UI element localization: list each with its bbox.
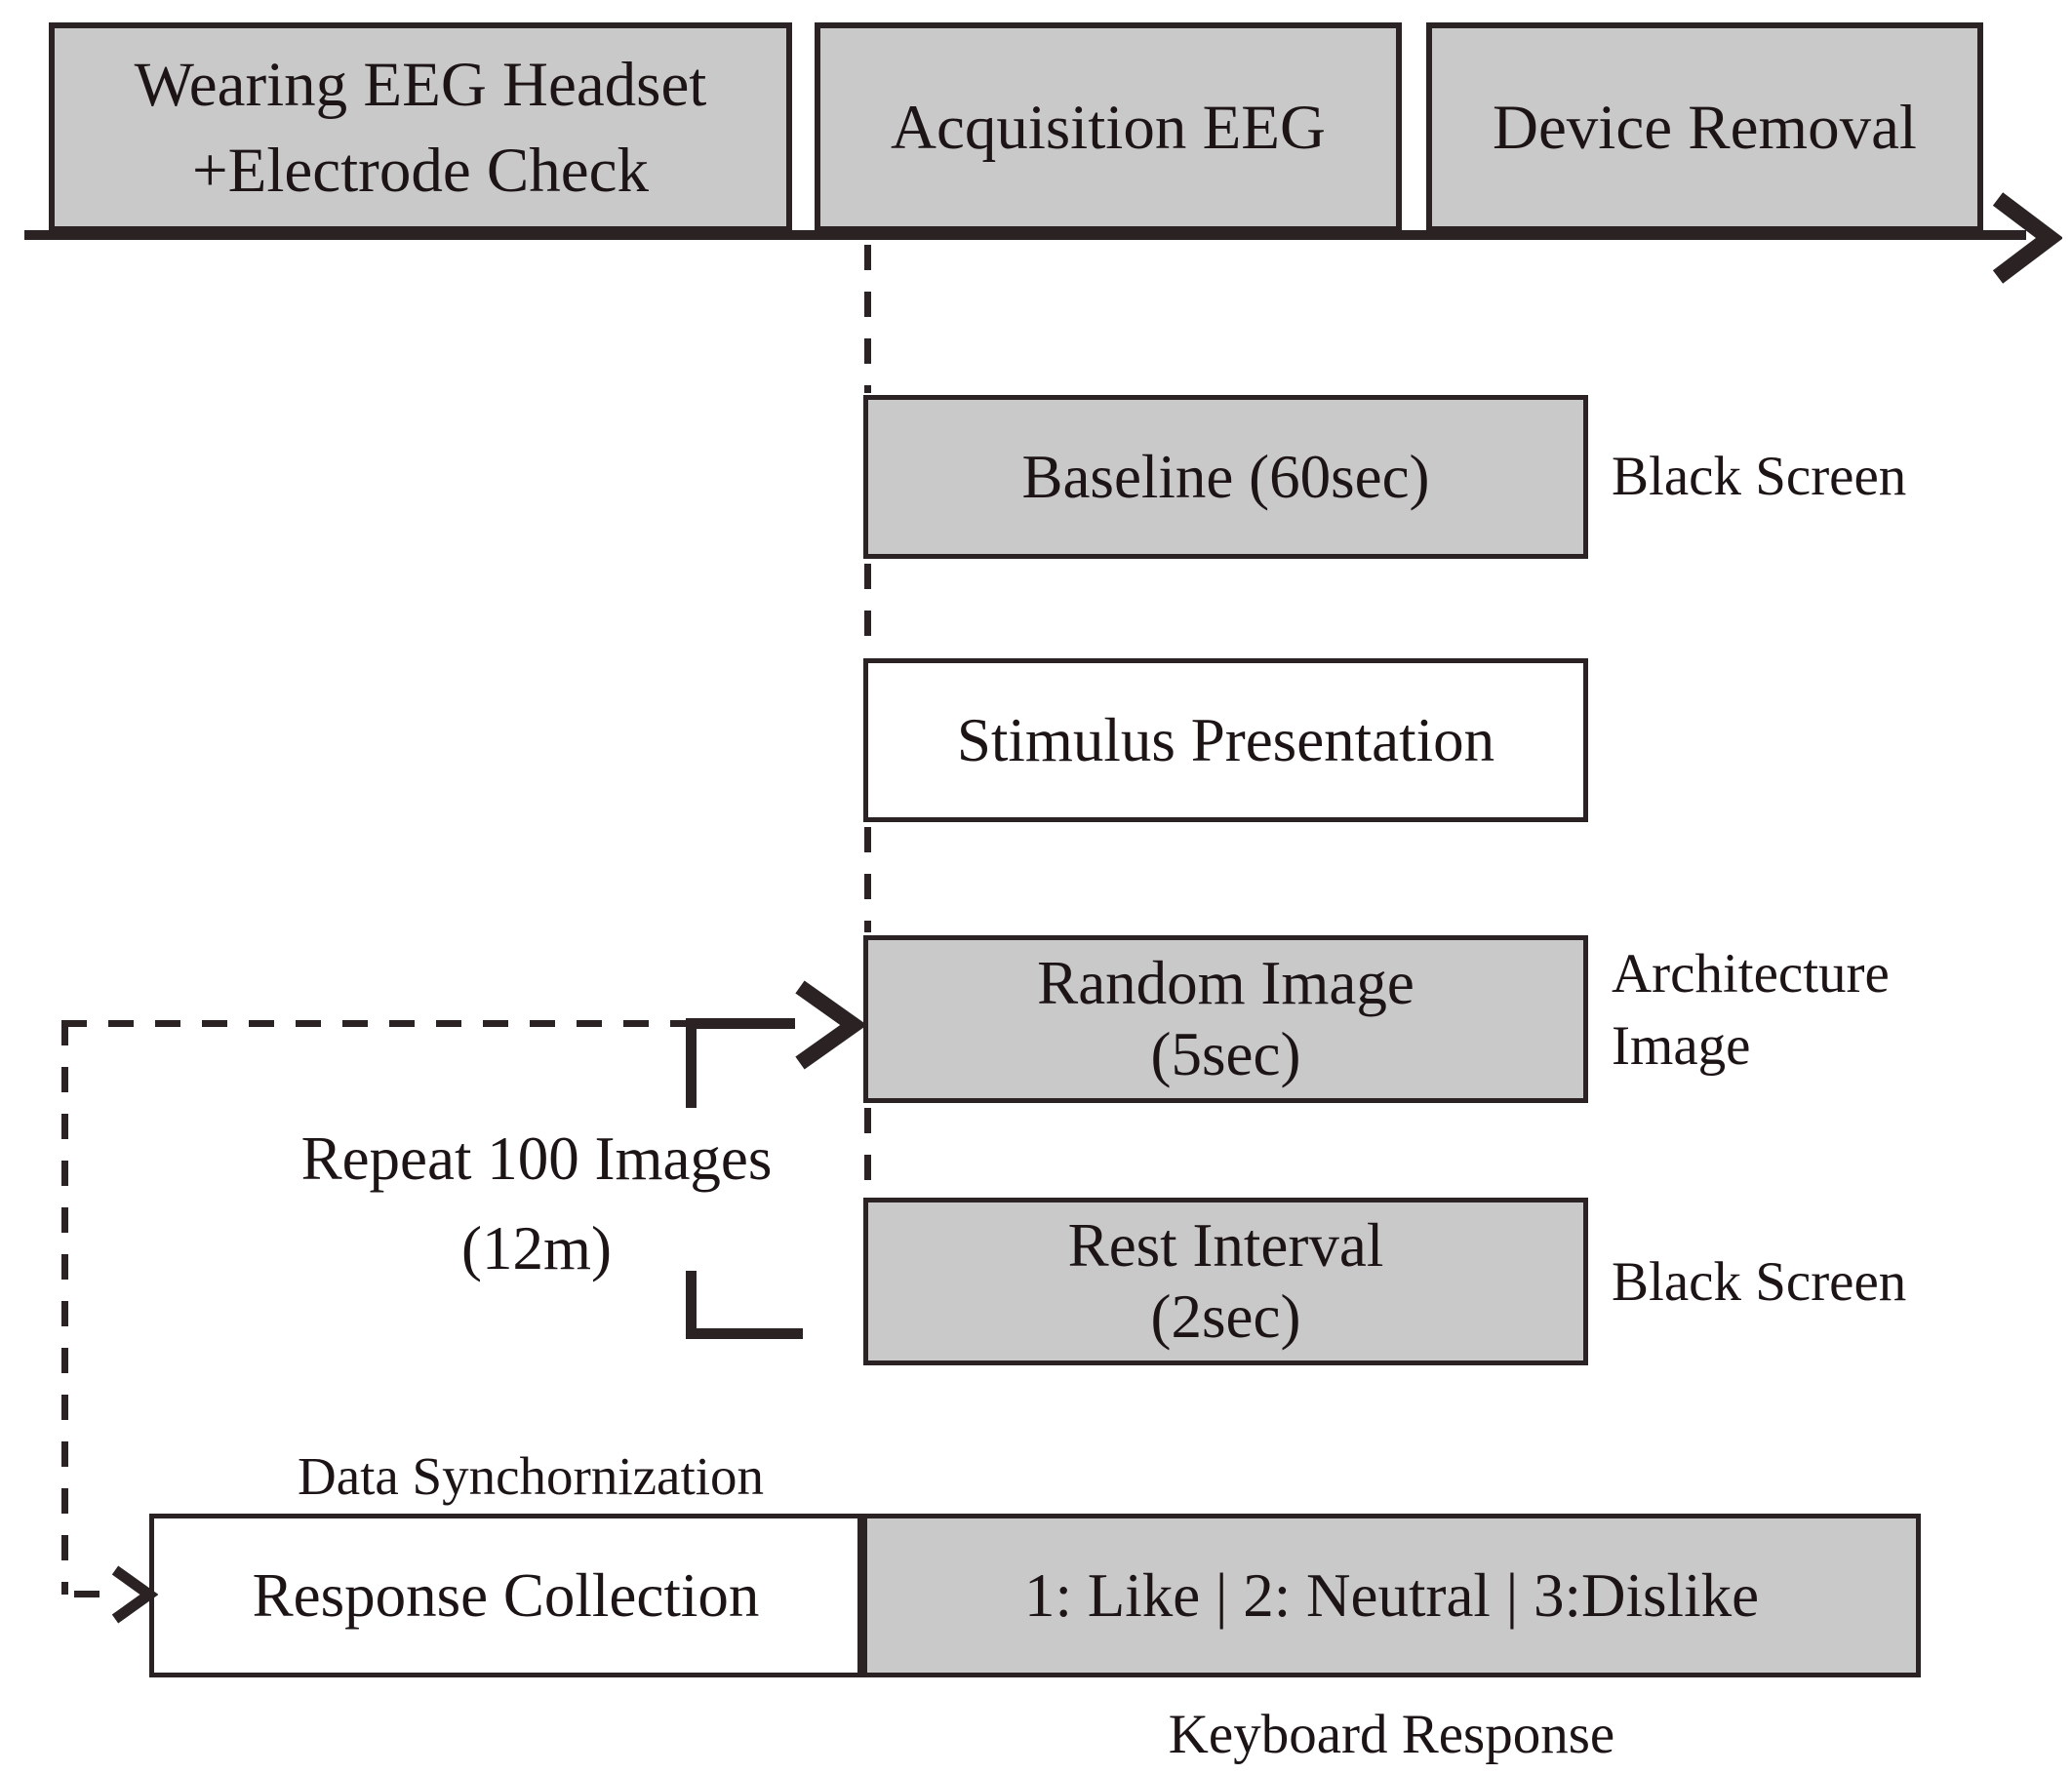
step-box-random-image: Random Image (5sec) — [863, 935, 1588, 1103]
loop-dashed-line-left — [61, 1020, 68, 1595]
dashed-connector-segment — [864, 827, 871, 932]
side-label-black-screen-rest: Black Screen — [1612, 1251, 1907, 1313]
response-collection-box: Response Collection — [149, 1514, 862, 1677]
step-label-line: Rest Interval — [1067, 1211, 1384, 1280]
dashed-connector-segment — [864, 1108, 871, 1195]
keyboard-keys-label: 1: Like | 2: Neutral | 3:Dislike — [1023, 1560, 1760, 1630]
loop-label-line2: (12m) — [461, 1214, 612, 1282]
phase-box-acquisition-eeg: Acquisition EEG — [815, 22, 1402, 232]
step-label-line: (5sec) — [1150, 1020, 1301, 1088]
step-box-baseline: Baseline (60sec) — [863, 395, 1588, 559]
step-box-rest-interval: Rest Interval (2sec) — [863, 1198, 1588, 1365]
loop-bracket-bottom-horizontal — [686, 1328, 803, 1339]
data-sync-label: Data Synchornization — [297, 1446, 765, 1506]
loop-dashed-line-bottom — [74, 1591, 117, 1597]
phase-box-device-removal: Device Removal — [1426, 22, 1983, 232]
response-collection-label: Response Collection — [252, 1560, 760, 1630]
phase-label-line: Wearing EEG Headset — [134, 49, 707, 120]
step-label-line: Baseline (60sec) — [1021, 442, 1430, 511]
response-arrowhead-icon — [111, 1565, 158, 1624]
side-label-line: Architecture — [1612, 943, 1890, 1005]
phase-label-line: Device Removal — [1493, 92, 1917, 163]
loop-arrowhead-icon — [795, 980, 866, 1070]
step-label-line: (2sec) — [1150, 1282, 1301, 1351]
keyboard-response-label: Keyboard Response — [1168, 1704, 1615, 1765]
loop-bracket-top-horizontal — [686, 1018, 795, 1029]
side-label-architecture-image: Architecture Image — [1612, 938, 1890, 1083]
loop-dashed-line-top — [61, 1020, 689, 1027]
loop-bracket-bottom-vertical — [686, 1271, 697, 1339]
loop-label-line1: Repeat 100 Images — [300, 1124, 773, 1193]
dashed-connector-segment — [864, 245, 871, 393]
side-label-line: Image — [1612, 1015, 1751, 1077]
side-label-black-screen-baseline: Black Screen — [1612, 446, 1907, 507]
step-label-line: Random Image — [1037, 949, 1415, 1017]
phase-label-line: +Electrode Check — [192, 135, 649, 206]
timeline-arrowhead-icon — [1992, 192, 2062, 284]
step-box-stimulus-presentation: Stimulus Presentation — [863, 658, 1588, 822]
phase-box-wearing-headset: Wearing EEG Headset +Electrode Check — [49, 22, 792, 232]
timeline-axis — [24, 230, 2026, 240]
loop-bracket-top-vertical — [686, 1018, 697, 1108]
step-label-line: Stimulus Presentation — [956, 705, 1495, 774]
dashed-connector-segment — [864, 564, 871, 656]
keyboard-keys-box: 1: Like | 2: Neutral | 3:Dislike — [862, 1514, 1921, 1677]
phase-label-line: Acquisition EEG — [891, 92, 1326, 163]
